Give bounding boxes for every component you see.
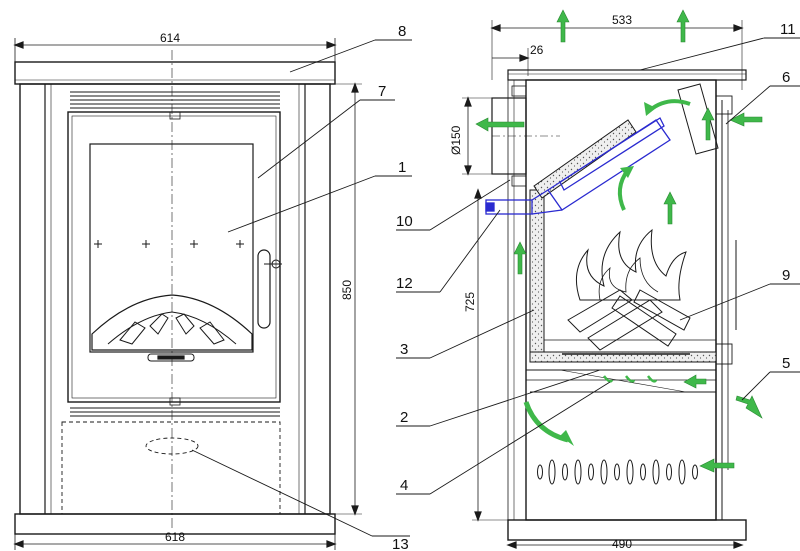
dim-side-height: 725 [463,292,477,312]
airflow-arrows [475,9,763,473]
callout-9: 9 [782,267,790,284]
dim-front-height: 850 [340,280,354,300]
dim-flue-diameter: Ø150 [449,125,463,155]
callout-2: 2 [400,409,408,426]
callout-3: 3 [400,341,408,358]
dim-side-top-width: 533 [612,13,632,27]
secondary-air-pipe [485,117,671,215]
callout-7: 7 [378,83,386,100]
front-leaders [191,39,412,537]
side-view [462,20,747,549]
dim-front-top-width: 614 [160,31,180,45]
callout-12: 12 [396,275,413,292]
callout-5: 5 [782,355,790,372]
callout-8: 8 [398,23,406,40]
dim-side-flue-offset: 26 [530,43,544,57]
callout-1: 1 [398,159,406,176]
front-view [13,38,362,550]
callout-13: 13 [392,536,409,551]
callout-11: 11 [780,21,796,38]
dim-front-bottom-width: 618 [165,530,185,544]
callout-4: 4 [400,477,408,494]
callout-10: 10 [396,213,413,230]
dim-side-bottom-width: 490 [612,537,632,551]
callout-6: 6 [782,69,790,86]
side-leaders [396,37,800,495]
